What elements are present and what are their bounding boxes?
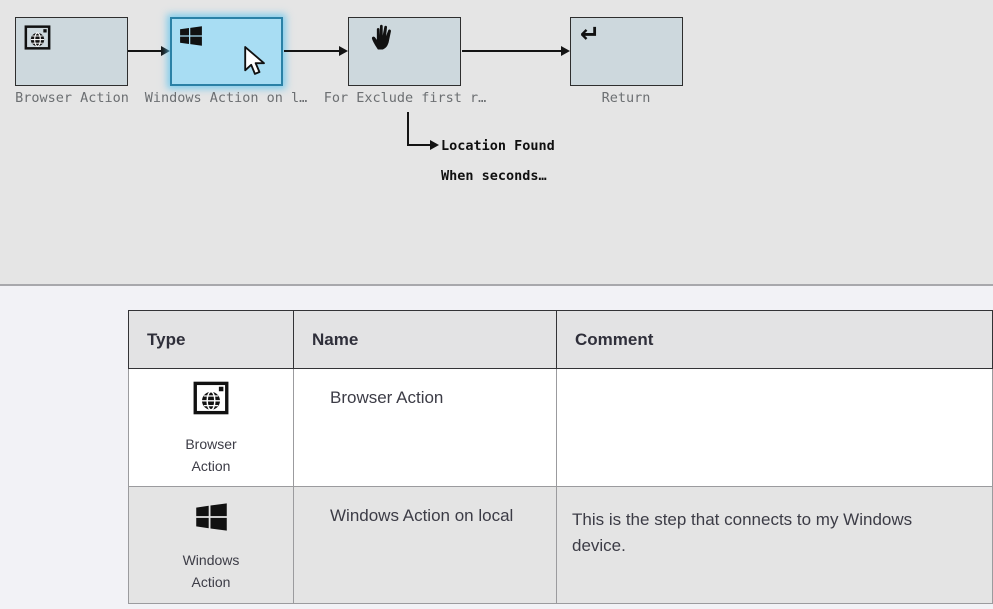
flow-canvas[interactable]: Browser Action Windows Action on l… (0, 0, 993, 286)
step-name: Browser Action (330, 388, 444, 407)
flow-connector-arrowhead (561, 46, 570, 56)
mouse-cursor-icon (244, 46, 265, 75)
branch-label-when-seconds[interactable]: When seconds… (441, 168, 547, 184)
branch-arrowhead (430, 140, 439, 150)
flow-node-windows-action[interactable] (170, 17, 283, 86)
flow-node-label: Windows Action on l… (144, 90, 308, 106)
flow-connector-arrowhead (339, 46, 348, 56)
table-row-windows-action: Windows Action Windows Action on local T… (128, 486, 993, 604)
windows-logo-icon (180, 26, 202, 46)
comment-cell: This is the step that connects to my Win… (556, 486, 993, 604)
flow-node-return[interactable]: ↵ (570, 17, 683, 86)
table-header-row: Type Name Comment (128, 310, 993, 369)
name-cell: Browser Action (293, 368, 557, 487)
flow-connector (284, 50, 340, 52)
branch-label-location-found[interactable]: Location Found (441, 138, 555, 154)
browser-window-icon (24, 25, 51, 50)
comment-cell (556, 368, 993, 487)
branch-connector-vertical (407, 112, 409, 146)
branch-connector-horizontal (407, 144, 431, 146)
flow-node-label: Return (601, 90, 651, 106)
column-header-name: Name (293, 310, 557, 369)
flow-node-label: Browser Action (15, 90, 129, 106)
hand-icon (371, 24, 391, 50)
return-arrow-icon: ↵ (580, 20, 601, 48)
flow-connector-arrowhead (161, 46, 170, 56)
step-comment: This is the step that connects to my Win… (572, 510, 913, 555)
column-header-comment: Comment (556, 310, 993, 369)
step-name: Windows Action on local (330, 506, 514, 525)
type-cell: Browser Action (128, 368, 294, 487)
name-cell: Windows Action on local (293, 486, 557, 604)
type-caption: Windows Action (182, 552, 240, 590)
steps-table: Type Name Comment (128, 310, 993, 604)
flow-connector (462, 50, 562, 52)
details-panel: Type Name Comment (0, 286, 993, 607)
browser-window-icon (193, 381, 229, 415)
type-caption: Browser Action (185, 436, 237, 474)
flow-node-label: For Exclude first r… (323, 90, 487, 106)
windows-logo-icon (195, 503, 227, 531)
flow-connector (128, 50, 162, 52)
column-header-type: Type (128, 310, 294, 369)
flow-node-browser-action[interactable] (15, 17, 128, 86)
flow-node-for-exclude[interactable] (348, 17, 461, 86)
table-row-browser-action: Browser Action Browser Action (128, 368, 993, 487)
type-cell: Windows Action (128, 486, 294, 604)
